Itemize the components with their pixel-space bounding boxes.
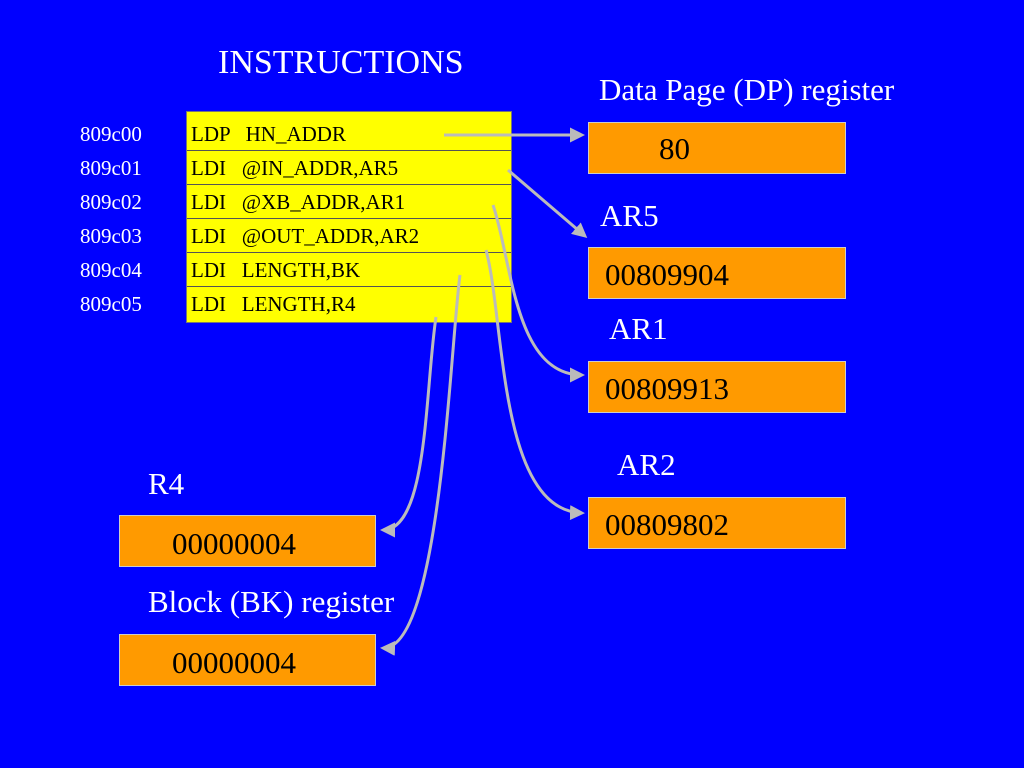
bk-register-box: 00000004 xyxy=(119,634,376,686)
r4-register-label: R4 xyxy=(148,466,185,501)
dp-register-box: 80 xyxy=(588,122,846,174)
bk-register-label: Block (BK) register xyxy=(148,584,395,619)
ar5-register-box: 00809904 xyxy=(588,247,846,299)
address-label: 809c05 xyxy=(80,292,142,316)
arrow-to-bk xyxy=(380,274,462,656)
instruction-row: LDI @OUT_ADDR,AR2 xyxy=(187,219,511,253)
ar1-register-box: 00809913 xyxy=(588,361,846,413)
r4-register-box: 00000004 xyxy=(119,515,376,567)
bk-register-value: 00000004 xyxy=(172,645,296,680)
ar1-register-label: AR1 xyxy=(609,311,668,346)
ar2-register-value: 00809802 xyxy=(605,507,729,542)
diagram-title: INSTRUCTIONS xyxy=(218,44,464,81)
ar1-register-value: 00809913 xyxy=(605,371,729,406)
arrow-to-ar2 xyxy=(484,249,585,521)
ar5-register-label: AR5 xyxy=(600,198,659,233)
address-label: 809c04 xyxy=(80,258,142,282)
arrow-to-ar5 xyxy=(507,168,588,238)
ar2-register-label: AR2 xyxy=(617,447,676,482)
instruction-table: LDP HN_ADDR LDI @IN_ADDR,AR5 LDI @XB_ADD… xyxy=(186,111,512,323)
instruction-row: LDI @IN_ADDR,AR5 xyxy=(187,151,511,185)
dp-register-value: 80 xyxy=(659,131,690,166)
address-label: 809c00 xyxy=(80,122,142,146)
instruction-row: LDI @XB_ADDR,AR1 xyxy=(187,185,511,219)
arrow-to-r4 xyxy=(380,316,438,538)
address-label: 809c02 xyxy=(80,190,142,214)
dp-register-label: Data Page (DP) register xyxy=(599,72,895,107)
ar2-register-box: 00809802 xyxy=(588,497,846,549)
r4-register-value: 00000004 xyxy=(172,526,296,561)
instruction-row: LDP HN_ADDR xyxy=(187,117,511,151)
address-label: 809c03 xyxy=(80,224,142,248)
address-label: 809c01 xyxy=(80,156,142,180)
ar5-register-value: 00809904 xyxy=(605,257,729,292)
arrow-to-ar1 xyxy=(491,204,585,383)
instruction-row: LDI LENGTH,BK xyxy=(187,253,511,287)
instruction-row: LDI LENGTH,R4 xyxy=(191,292,356,316)
